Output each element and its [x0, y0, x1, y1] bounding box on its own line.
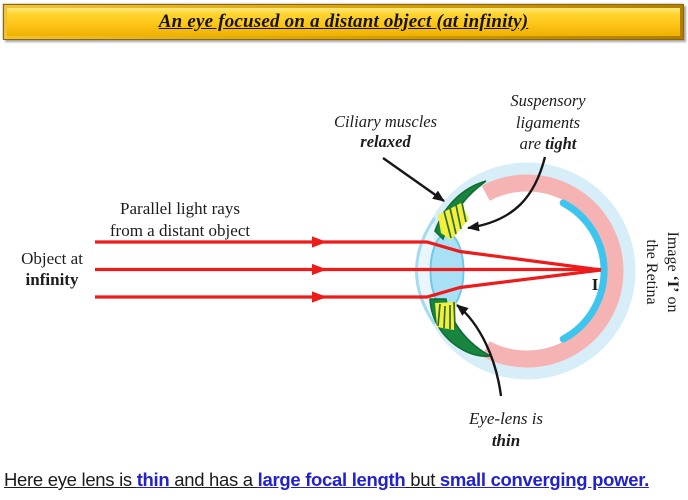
ray-arrowhead-middle: [312, 263, 327, 276]
retina-label-line2: the Retina: [643, 239, 660, 305]
summary-seg-6: small converging power.: [439, 469, 649, 490]
parallel-rays-label-line1: Parallel light rays: [120, 199, 240, 218]
retina-arc: [559, 199, 608, 343]
object-label-line2: infinity: [25, 270, 79, 289]
eyelens-pointer-arrow: [456, 304, 503, 397]
ciliary-pointer-arrow: [382, 157, 445, 202]
summary-seg-1: Here eye lens is: [4, 469, 137, 490]
ciliary-muscles-label-line2: relaxed: [360, 132, 411, 151]
eye-lens-thin-label: Eye-lens is thin: [441, 408, 571, 452]
summary-sentence: Here eye lens is thin and has a large fo…: [4, 469, 688, 491]
eye-lens-label-line1: Eye-lens is: [468, 409, 544, 428]
light-rays: [95, 240, 602, 299]
title-banner-face: An eye focused on a distant object (at i…: [7, 8, 680, 36]
suspensory-ligaments-label: Suspensory ligaments are tight: [478, 90, 618, 155]
choroid-ring: [481, 174, 624, 368]
suspensory-ligaments-top: [438, 202, 469, 240]
title-banner: An eye focused on a distant object (at i…: [3, 4, 684, 40]
light-ray-bottom: [95, 268, 602, 299]
summary-seg-3: and has a: [169, 469, 258, 490]
suspensory-label-line1: Suspensory: [510, 91, 586, 110]
parallel-rays-label: Parallel light rays from a distant objec…: [80, 198, 280, 242]
suspensory-label-line3: are tight: [519, 134, 577, 153]
ciliary-muscles-label-line1: Ciliary muscles: [333, 112, 438, 131]
ray-arrowheads: [312, 236, 327, 303]
ciliary-muscles-label: Ciliary muscles relaxed: [313, 112, 458, 152]
ray-arrowhead-top: [312, 236, 327, 248]
object-at-infinity-label: Object at infinity: [6, 248, 98, 290]
object-label-line1: Object at: [21, 249, 83, 268]
image-on-retina-label: Image ‘I’ on the Retina: [639, 212, 683, 332]
suspensory-label-line2: ligaments: [515, 112, 581, 132]
ray-arrowhead-bottom: [312, 291, 327, 303]
suspensory-ligaments-bottom: [435, 301, 456, 330]
eye-lens-label-line2: thin: [491, 431, 521, 450]
ligaments-pointer-arrow: [467, 156, 547, 232]
summary-seg-2: thin: [136, 469, 170, 490]
light-ray-top: [95, 240, 602, 272]
summary-seg-5: but: [405, 469, 440, 490]
summary-seg-4: large focal length: [257, 469, 406, 490]
parallel-rays-label-line2: from a distant object: [109, 221, 251, 240]
image-point-label: I: [591, 275, 599, 294]
page-title: An eye focused on a distant object (at i…: [158, 11, 529, 32]
retina-label-line1: Image ‘I’ on: [664, 231, 681, 313]
